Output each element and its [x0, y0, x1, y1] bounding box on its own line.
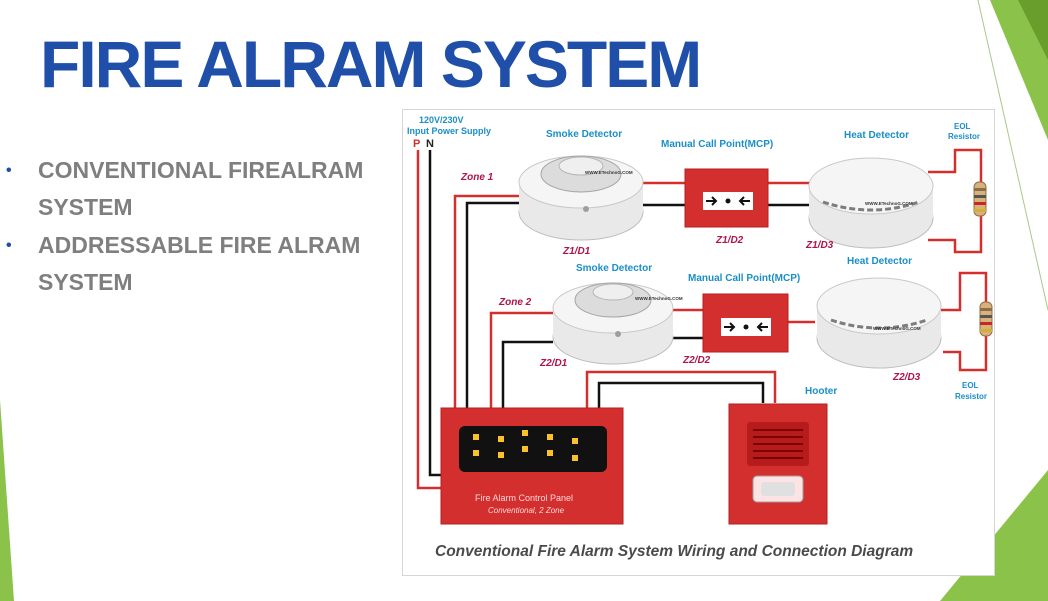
eol-1-label-line2: Resistor: [948, 132, 980, 141]
bullet-text: ADDRESSABLE FIRE ALRAM SYSTEM: [38, 232, 361, 295]
heat-detector-2-icon: [816, 277, 942, 369]
zone1-red-wire: [453, 194, 523, 410]
smoke-detector-2-label: Smoke Detector: [576, 263, 652, 274]
eol-1-label-line1: EOL: [954, 122, 971, 131]
label-z2d1: Z2/D1: [539, 358, 568, 369]
bullet-icon: •: [6, 162, 12, 179]
mcp-1-label: Manual Call Point(MCP): [661, 139, 773, 150]
neutral-label: N: [426, 138, 434, 150]
phase-wire: [416, 150, 441, 490]
bullet-list: • CONVENTIONAL FIREALRAM SYSTEM • ADDRESSA…: [6, 152, 386, 302]
zone1-black-wire: [465, 201, 523, 410]
eol-2-label-line1: EOL: [962, 381, 979, 390]
heat-detector-2-label: Heat Detector: [847, 256, 912, 267]
bullet-item: • ADDRESSABLE FIRE ALRAM SYSTEM: [6, 227, 386, 301]
zone2-red-wire: [489, 311, 553, 410]
heat-detector-1-icon: [808, 157, 934, 249]
bullet-text: CONVENTIONAL FIREALRAM SYSTEM: [38, 157, 364, 220]
power-label-line1: 120V/230V: [419, 115, 464, 125]
wiring-diagram-svg: 120V/230V Input Power Supply P N Zone 1 …: [407, 115, 993, 560]
eol-2-label-line2: Resistor: [955, 392, 987, 401]
bullet-icon: •: [6, 237, 12, 254]
mcp-2-label: Manual Call Point(MCP): [688, 273, 800, 284]
zone1-label: Zone 1: [460, 172, 494, 183]
corner-accent-line: [977, 0, 1048, 311]
left-accent: [0, 400, 14, 601]
corner-accent-top: [990, 0, 1048, 140]
smoke-detector-1-icon: [518, 155, 644, 241]
label-z2d3: Z2/D3: [892, 372, 921, 383]
label-z1d3: Z1/D3: [805, 240, 834, 251]
slide-title: FIRE ALRAM SYSTEM: [40, 27, 702, 101]
corner-accent-top-dark: [1018, 0, 1048, 60]
label-z1d1: Z1/D1: [562, 246, 591, 257]
watermark-heat2: WWW.ETechnoG.COM: [873, 326, 921, 331]
zone2-black-wire: [501, 340, 553, 410]
mcp-2-icon: [702, 293, 789, 353]
power-label-line2: Input Power Supply: [407, 126, 491, 136]
neutral-wire: [428, 150, 441, 477]
bullet-item: • CONVENTIONAL FIREALRAM SYSTEM: [6, 152, 386, 226]
eol-resistor-1-icon: [973, 181, 987, 217]
zone2-label: Zone 2: [498, 297, 532, 308]
label-z1d2: Z1/D2: [715, 235, 744, 246]
fire-alarm-control-panel: [440, 407, 624, 525]
mcp-1-icon: [684, 168, 769, 228]
watermark-smoke2: WWW.ETechnoG.COM: [635, 296, 683, 301]
smoke-detector-2-icon: [552, 282, 674, 365]
wiring-diagram: 120V/230V Input Power Supply P N Zone 1 …: [402, 109, 995, 576]
hooter-label: Hooter: [805, 386, 837, 397]
panel-title: Fire Alarm Control Panel: [475, 493, 573, 503]
diagram-caption: Conventional Fire Alarm System Wiring an…: [435, 543, 913, 560]
label-z2d2: Z2/D2: [682, 355, 711, 366]
panel-indicator-lights: [473, 430, 578, 461]
hooter-red-wire: [585, 370, 777, 410]
eol-resistor-2-icon: [979, 301, 993, 337]
watermark-smoke1: WWW.ETechnoG.COM: [585, 170, 633, 175]
smoke-detector-1-label: Smoke Detector: [546, 129, 622, 140]
panel-subtitle: Conventional, 2 Zone: [488, 506, 565, 515]
phase-label: P: [413, 138, 420, 150]
hooter-icon: [728, 403, 828, 525]
hooter-black-wire: [597, 381, 765, 410]
watermark-heat1: WWW.ETechnoG.COM: [865, 201, 913, 206]
heat-detector-1-label: Heat Detector: [844, 130, 909, 141]
